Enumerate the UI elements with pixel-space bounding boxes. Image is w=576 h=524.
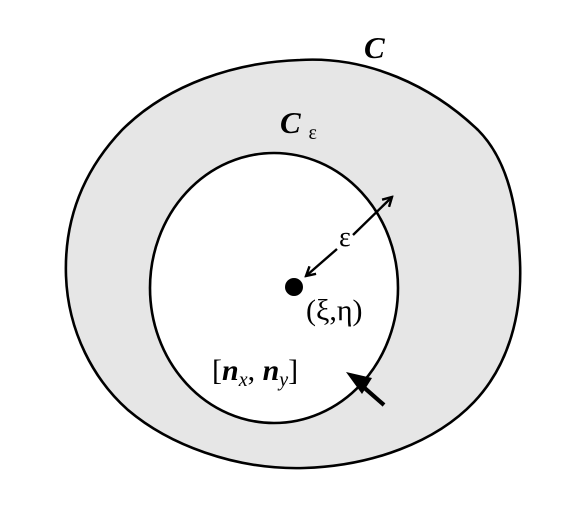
normal-separator: , <box>248 354 263 387</box>
normal-nx-sub: x <box>238 369 248 391</box>
normal-close-bracket: ] <box>288 354 298 387</box>
label-inner-curve: C ε <box>280 105 317 144</box>
normal-ny: n <box>263 354 280 387</box>
label-outer-curve: C <box>364 30 385 65</box>
normal-open-bracket: [ <box>212 354 222 387</box>
label-normal-vector: [nx, ny] <box>212 354 298 391</box>
radius-arrow-outward <box>352 197 392 236</box>
radius-arrow-inward <box>306 248 338 276</box>
normal-nx: n <box>222 354 239 387</box>
normal-ny-sub: y <box>277 369 288 391</box>
label-inner-curve-main: C <box>280 105 301 140</box>
label-center-point: (ξ,η) <box>306 294 363 327</box>
inner-circle-c-epsilon <box>148 151 400 425</box>
label-radius: ε <box>339 222 351 253</box>
center-point <box>285 278 303 296</box>
label-inner-curve-sub: ε <box>308 122 316 144</box>
normal-arrowhead <box>346 372 372 394</box>
